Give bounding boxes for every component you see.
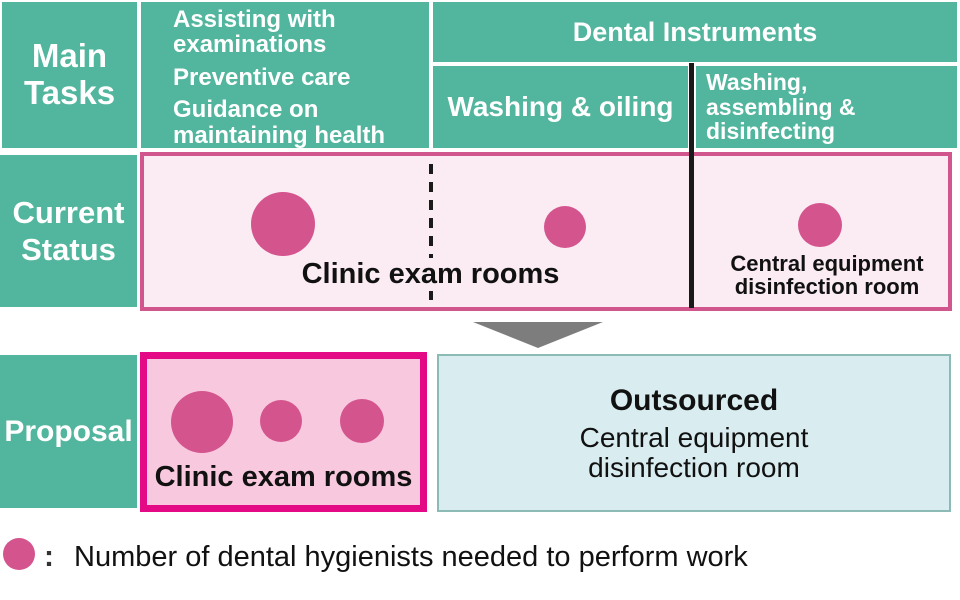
hygienist-dot-icon (251, 192, 315, 256)
legend-text: Number of dental hygienists needed to pe… (74, 541, 748, 573)
task-preventive-care: Preventive care (173, 63, 351, 91)
current-central-room-label: Central equipment disinfection room (730, 251, 924, 300)
washing-assembling-label: Washing, assembling & disinfecting (706, 69, 856, 145)
task-guidance-health: Guidance on maintaining health (173, 96, 386, 149)
down-arrow-icon (473, 322, 603, 348)
current-clinic-exam-rooms-label: Clinic exam rooms (283, 258, 578, 291)
tasks-list-cell: Assisting with examinations Preventive c… (141, 2, 429, 148)
washing-oiling-header-cell: Washing & oiling (433, 66, 688, 148)
hygienist-dot-icon (544, 206, 586, 248)
legend-hygienist-dot-icon (3, 538, 35, 570)
outsourced-central-room-label: Central equipment disinfection room (579, 422, 809, 483)
hygienist-dot-icon (171, 391, 233, 453)
main-tasks-header-cell: Main Tasks (2, 2, 137, 148)
legend-colon: : (44, 540, 54, 573)
hygienist-dot-icon (260, 400, 302, 442)
outsourced-box: Outsourced Central equipment disinfectio… (437, 354, 951, 512)
dental-instruments-header-cell: Dental Instruments (433, 2, 957, 62)
proposal-row-label: Proposal (0, 355, 137, 508)
current-status-row-label: Current Status (0, 155, 137, 307)
proposal-clinic-exam-rooms-label: Clinic exam rooms (154, 461, 413, 493)
column-divider-line (689, 63, 694, 308)
hygienist-dot-icon (340, 399, 384, 443)
task-assisting-examinations: Assisting with examinations (173, 6, 336, 59)
hygienist-dot-icon (798, 203, 842, 247)
outsourced-title: Outsourced (609, 384, 779, 418)
washing-assembling-header-cell: Washing, assembling & disinfecting (696, 66, 957, 148)
dashed-divider-line (429, 164, 433, 308)
